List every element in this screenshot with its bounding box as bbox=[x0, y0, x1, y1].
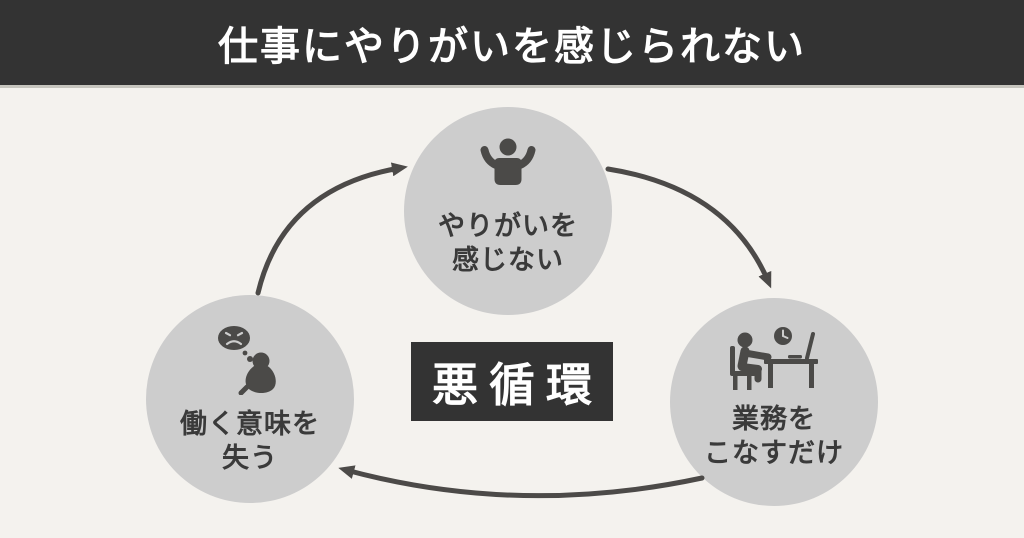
arrow-left-to-top bbox=[255, 162, 408, 296]
person-at-desk-icon bbox=[730, 327, 818, 390]
header-banner: 仕事にやりがいを感じられない bbox=[0, 0, 1024, 88]
node-label-line: 業務を bbox=[732, 404, 816, 434]
node-label: 働く意味を 失う bbox=[180, 407, 320, 475]
node-label: やりがいを 感じない bbox=[438, 209, 578, 277]
node-yarigai-kanjinai: やりがいを 感じない bbox=[404, 107, 612, 315]
node-label-line: こなすだけ bbox=[704, 438, 844, 469]
center-label: 悪循環 bbox=[432, 358, 603, 411]
despair-thought-icon bbox=[218, 326, 276, 395]
node-hataraku-imi: 働く意味を 失う bbox=[146, 295, 354, 503]
arrow-right-to-left bbox=[338, 465, 705, 499]
node-gyomu-konasu: 業務を こなすだけ bbox=[670, 298, 878, 506]
arrow-top-to-right bbox=[605, 166, 772, 289]
center-label-box: 悪循環 bbox=[411, 342, 613, 421]
node-label-line: 感じない bbox=[452, 245, 564, 276]
node-label-line: 働く意味を bbox=[180, 409, 320, 439]
node-label: 業務を こなすだけ bbox=[704, 402, 844, 470]
page-title: 仕事にやりがいを感じられない bbox=[218, 24, 806, 69]
node-label-line: 失う bbox=[222, 443, 278, 474]
person-arms-raised-icon bbox=[480, 138, 536, 185]
node-label-line: やりがいを bbox=[438, 211, 578, 241]
